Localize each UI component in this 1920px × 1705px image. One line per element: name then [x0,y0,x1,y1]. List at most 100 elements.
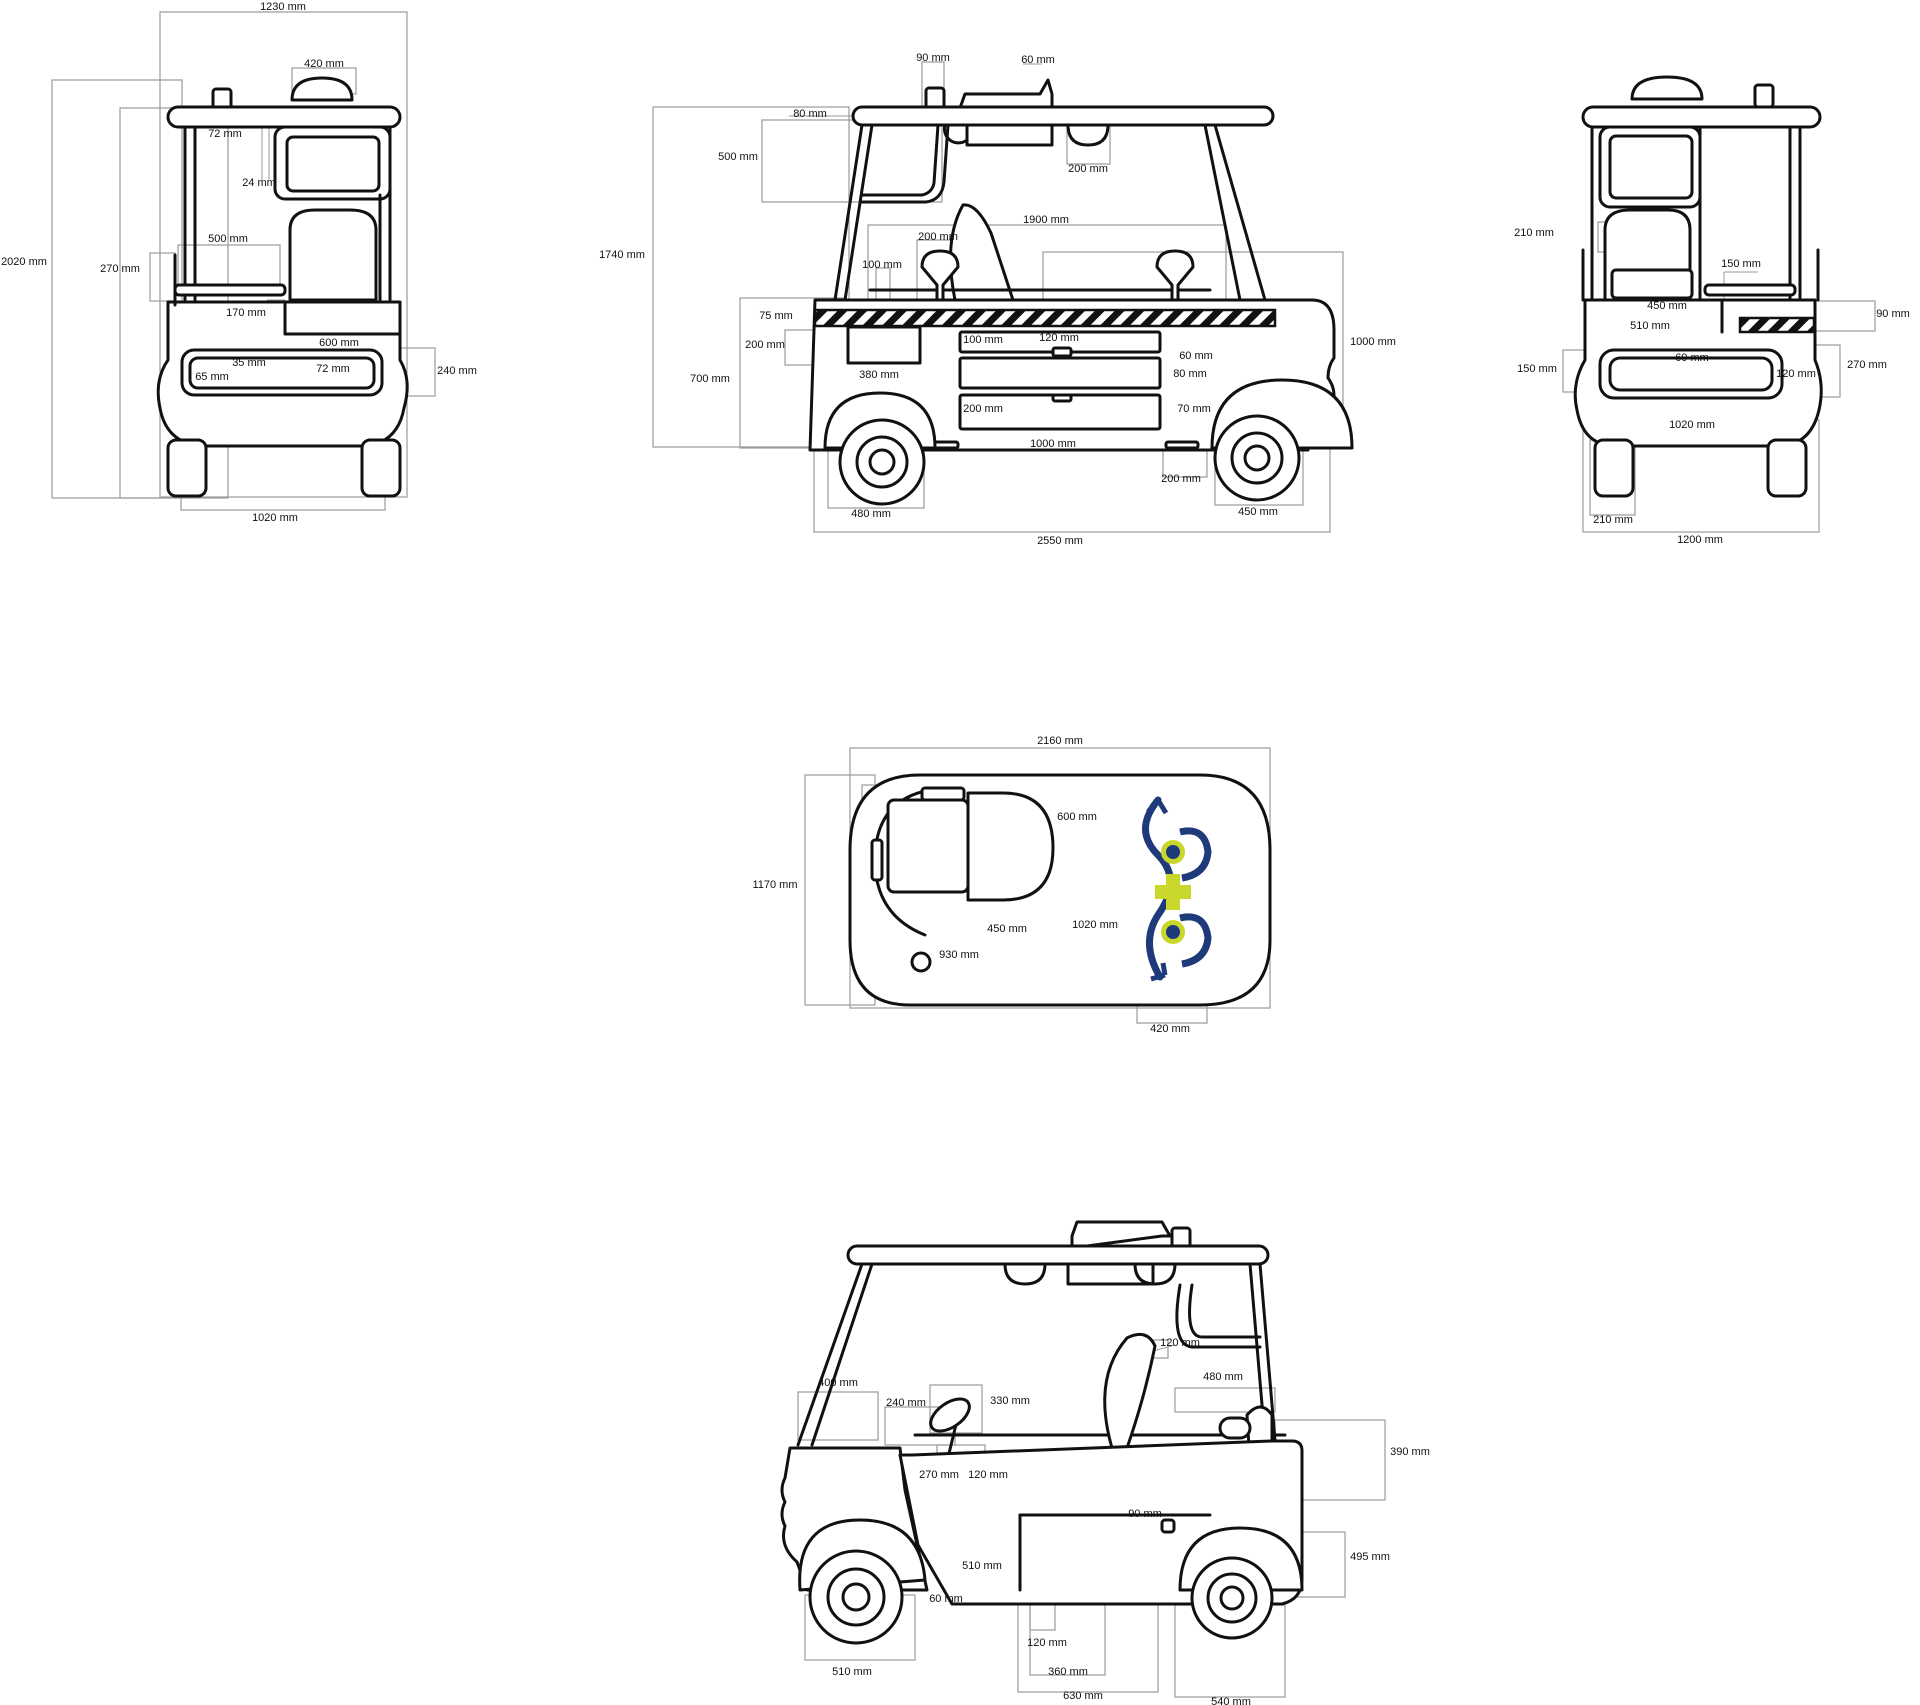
side-view-left: 120 mm 400 mm 240 mm 330 mm 480 mm 390 m… [780,1220,1430,1705]
dim-label: 450 mm [1238,506,1278,518]
dim-label: 1000 mm [1030,438,1076,450]
rear-roof-light [1630,75,1704,101]
dim-label: 200 mm [963,403,1003,415]
dim-label: 70 mm [1177,403,1211,415]
dim-label: 200 mm [918,231,958,243]
dim-label: 240 mm [886,1397,926,1409]
dim-label: 1740 mm [599,249,645,261]
side-right-compartment [846,325,922,365]
dim-label: 480 mm [851,508,891,520]
front-bumper-inner [188,356,376,390]
side-right-canopy-strut [860,123,940,197]
dim-label: 270 mm [100,263,140,275]
dim-label: 72 mm [316,363,350,375]
rear-wheel-right [1766,438,1808,498]
dim-label: 1900 mm [1023,214,1069,226]
side-left-roof [846,1244,1270,1266]
side-right-light [924,86,946,110]
dim-label: 600 mm [1057,811,1097,823]
dim-label: 510 mm [832,1666,872,1678]
dim-label: 100 mm [862,259,902,271]
dim-label: 450 mm [987,923,1027,935]
top-seat-bench [886,798,970,894]
dim-label: 270 mm [1847,359,1887,371]
side-right-drawer-2 [958,356,1162,390]
dim-label: 60 mm [929,1593,963,1605]
side-right-seatback [949,203,1015,302]
rear-wheel-left [1593,438,1635,498]
dim-label: 210 mm [1514,227,1554,239]
dim-label: 1170 mm [752,879,797,891]
dim-label: 90 mm [1876,308,1910,320]
front-seat-back [288,208,378,302]
dim-label: 510 mm [1630,320,1670,332]
dim-label: 330 mm [990,1395,1030,1407]
dim-label: 24 mm [242,177,276,189]
dim-label: 2020 mm [1,256,47,268]
dim-label: 170 mm [226,307,266,319]
top-view: 2160 mm 600 mm 1170 mm 450 mm 1020 mm 93… [752,735,1272,1035]
side-left-front-wheel [808,1549,904,1645]
dim-label: 120 mm [1776,368,1816,380]
side-right-rear-wheel [1213,414,1301,502]
dim-label: 150 mm [1517,363,1557,375]
dim-label: 1000 mm [1350,336,1396,348]
top-medical-logo [1142,796,1212,982]
dim-label: 390 mm [1390,1446,1430,1458]
dim-label: 450 mm [1647,300,1687,312]
dim-label: 72 mm [208,128,242,140]
dim-label: 2550 mm [1037,535,1083,547]
rear-roof [1581,105,1822,129]
dim-label: 270 mm [919,1469,959,1481]
dim-label: 1020 mm [252,512,298,524]
dim-label: 600 mm [319,337,359,349]
dim-label: 100 mm [963,334,1003,346]
rear-light-post [1753,83,1775,109]
dim-label: 700 mm [690,373,730,385]
side-left-rear-wheel [1190,1556,1274,1640]
dim-label: 80 mm [1173,368,1207,380]
dim-label: 120 mm [1039,332,1079,344]
dim-label: 1200 mm [1677,534,1723,546]
dim-label: 240 mm [437,365,477,377]
front-view: 1230 mm 420 mm 72 mm 24 mm 2020 mm 500 m… [1,1,477,524]
dim-label: 200 mm [745,339,785,351]
dim-label: 380 mm [859,369,899,381]
dim-label: 60 mm [1675,352,1709,364]
dim-label: 1230 mm [260,1,306,13]
front-wheel-right [360,438,402,498]
dim-label: 500 mm [718,151,758,163]
dim-label: 630 mm [1063,1690,1103,1702]
side-right-front-wheel [838,418,926,506]
dim-label: 400 mm [818,1377,858,1389]
front-roof [166,105,402,129]
side-view-right: 90 mm 60 mm 80 mm 500 mm 200 mm 1740 mm … [599,52,1396,547]
dim-label: 75 mm [759,310,793,322]
dim-label: 120 mm [1027,1637,1067,1649]
dim-label: 540 mm [1211,1696,1251,1705]
side-right-handle-1 [920,249,960,302]
dim-label: 150 mm [1721,258,1761,270]
front-roof-light [290,76,354,102]
top-seat-cushion [966,791,1055,902]
dim-label: 120 mm [1160,1337,1200,1349]
front-wheel-left [166,438,208,498]
dim-label: 2160 mm [1037,735,1083,747]
dim-label: 80 mm [793,108,827,120]
side-right-roof [851,105,1275,127]
rear-hatch-band [1738,316,1816,334]
dim-label: 60 mm [1179,350,1213,362]
dim-label: 500 mm [208,233,248,245]
dim-label: 495 mm [1350,1551,1390,1563]
side-left-roof-pod [1070,1220,1172,1250]
side-right-rear-post [1203,123,1242,302]
dim-label: 420 mm [1150,1023,1190,1035]
dim-label: 930 mm [939,949,979,961]
dim-label: 65 mm [195,371,229,383]
dim-label: 480 mm [1203,1371,1243,1383]
dim-label: 35 mm [232,357,266,369]
dim-label: 120 mm [968,1469,1008,1481]
dim-label: 1020 mm [1072,919,1118,931]
side-right-front-post [833,123,864,302]
